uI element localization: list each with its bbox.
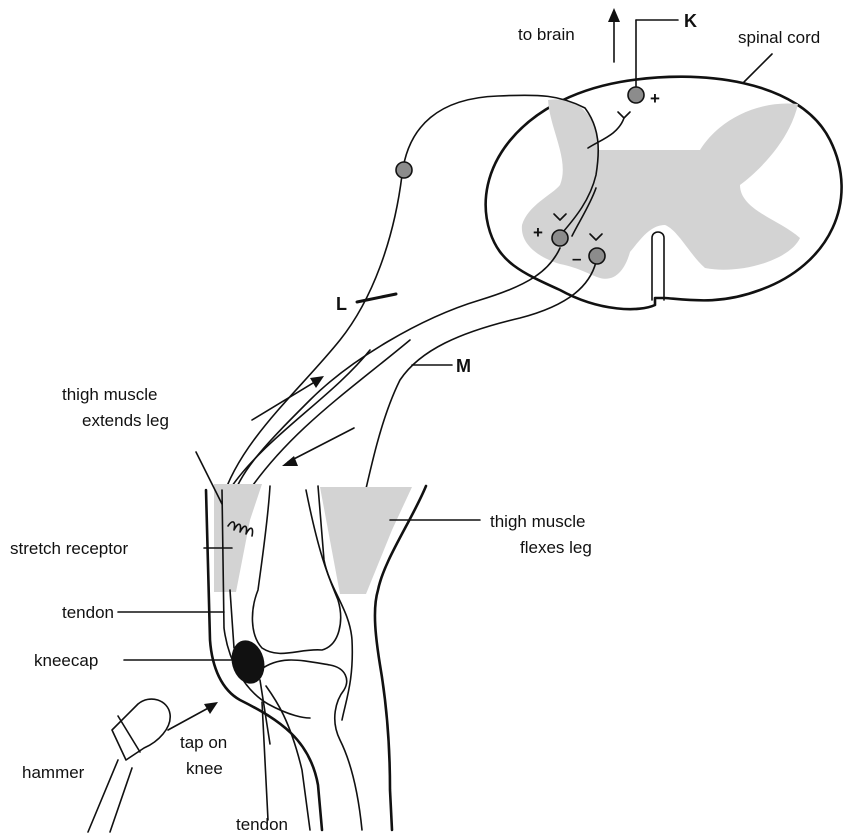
tendon-lower-leader: [262, 702, 268, 820]
hammer-band: [118, 716, 140, 752]
label-L: L: [336, 294, 347, 314]
label-tap-2: knee: [186, 759, 223, 778]
label-tap-1: tap on: [180, 733, 227, 752]
tap-arrow: [168, 706, 212, 730]
extensor-muscle: [214, 484, 262, 592]
sensory-neuron: [222, 95, 598, 500]
label-thigh-extends-1: thigh muscle: [62, 385, 157, 404]
central-canal: [652, 232, 664, 300]
hammer-handle: [88, 760, 132, 832]
sensory-arrow: [252, 380, 318, 420]
cell-body-extensor-motor: [552, 230, 568, 246]
spinal-cord-section: [486, 54, 842, 309]
upper-tendon-line: [230, 590, 234, 648]
label-to-brain: to brain: [518, 25, 575, 44]
hammer-head: [112, 699, 170, 760]
dorsal-root-ganglion: [396, 162, 412, 178]
label-thigh-extends-2: extends leg: [82, 411, 169, 430]
label-thigh-flexes-2: flexes leg: [520, 538, 592, 557]
label-spinal-cord: spinal cord: [738, 28, 820, 47]
neurons: + + –: [222, 20, 678, 560]
grey-matter: [522, 99, 800, 278]
label-leaders: [118, 452, 480, 820]
label-M: M: [456, 356, 471, 376]
hammer: [88, 699, 170, 832]
to-brain-arrowhead: [608, 8, 620, 22]
label-thigh-flexes-1: thigh muscle: [490, 512, 585, 531]
sensory-arrowhead: [310, 376, 324, 388]
label-tendon-upper: tendon: [62, 603, 114, 622]
motor-neuron-extensor: [232, 248, 560, 500]
cell-body-interneuron: [589, 248, 605, 264]
cell-body-K: [628, 87, 644, 103]
tap-arrowhead: [204, 702, 218, 714]
nerve-bundle-outer: [226, 350, 370, 495]
sign-right: –: [572, 249, 581, 268]
spinal-cord-leader: [744, 54, 772, 82]
extends-leader: [196, 452, 222, 504]
tibia: [260, 660, 362, 830]
leg: [206, 484, 426, 830]
label-stretch-receptor: stretch receptor: [10, 539, 128, 558]
sign-left: +: [533, 223, 543, 242]
sign-upper: +: [650, 89, 660, 108]
tibia-front: [266, 686, 310, 830]
label-kneecap: kneecap: [34, 651, 98, 670]
L-marker: [357, 294, 396, 302]
label-tendon-lower: tendon: [236, 815, 288, 834]
label-K: K: [684, 11, 697, 31]
synapse-upper: [618, 112, 630, 118]
label-hammer: hammer: [22, 763, 85, 782]
